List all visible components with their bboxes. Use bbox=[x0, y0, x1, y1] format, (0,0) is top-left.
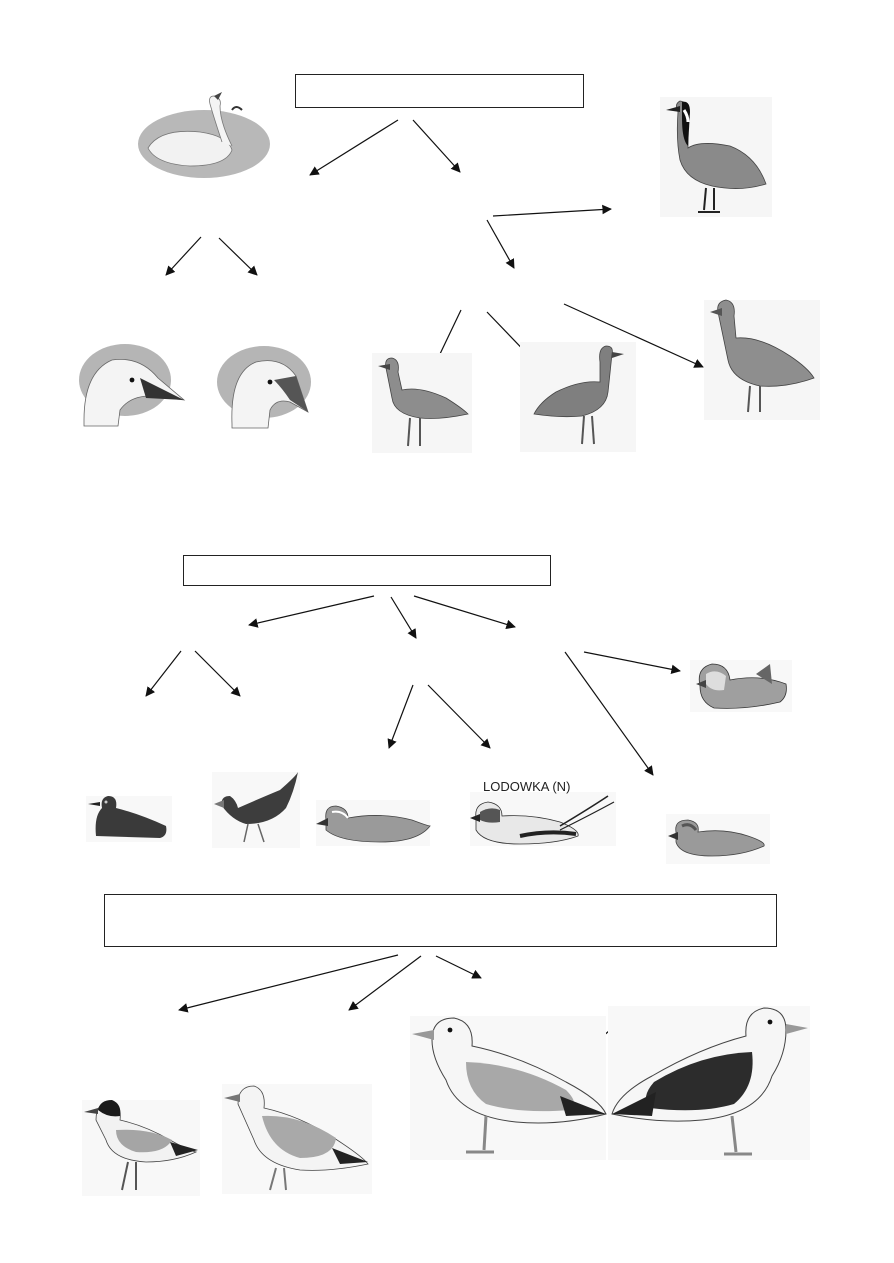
long-tailed-duck-illustration bbox=[470, 792, 616, 846]
arrow bbox=[564, 651, 654, 776]
whooper-swan-head-illustration bbox=[79, 344, 186, 427]
arrow bbox=[194, 650, 241, 697]
bewick-swan-head-illustration bbox=[217, 346, 311, 429]
arrow bbox=[218, 237, 258, 276]
arrow bbox=[435, 955, 482, 979]
bean-goose-illustration bbox=[372, 353, 472, 453]
top-key-box bbox=[295, 74, 584, 108]
arrow bbox=[165, 236, 202, 276]
arrow bbox=[248, 595, 375, 628]
mandarin-duck-illustration bbox=[690, 660, 792, 712]
little-grebe-illustration bbox=[86, 796, 172, 842]
lesser-black-backed-gull-illustration bbox=[608, 1006, 810, 1160]
teal-illustration bbox=[666, 814, 770, 864]
mute-swan-illustration bbox=[138, 92, 270, 178]
arrows-section-2 bbox=[145, 595, 681, 776]
arrow bbox=[427, 684, 491, 749]
arrow bbox=[145, 650, 182, 697]
common-gull-illustration bbox=[222, 1084, 372, 1194]
garganey-illustration bbox=[316, 800, 431, 846]
black-headed-gull-illustration bbox=[82, 1100, 200, 1196]
long-tailed-duck-caption: LODOWKA (N) bbox=[483, 779, 570, 794]
arrow bbox=[563, 303, 704, 368]
bottom-key-box bbox=[104, 894, 777, 947]
arrow bbox=[412, 119, 461, 173]
moorhen-illustration bbox=[212, 772, 300, 848]
arrow bbox=[390, 596, 417, 639]
herring-gull-illustration bbox=[410, 1016, 607, 1160]
arrow bbox=[387, 684, 414, 749]
middle-key-box bbox=[183, 555, 551, 586]
arrow bbox=[583, 651, 681, 675]
arrow bbox=[492, 204, 612, 217]
arrow bbox=[486, 219, 515, 269]
arrow bbox=[413, 595, 516, 630]
arrow bbox=[178, 954, 399, 1013]
arrow bbox=[348, 955, 422, 1011]
white-fronted-goose-illustration bbox=[520, 342, 636, 452]
canada-goose-illustration bbox=[660, 97, 772, 217]
greylag-goose-illustration bbox=[704, 299, 820, 420]
arrow bbox=[309, 119, 399, 176]
arrows-section-1 bbox=[165, 119, 704, 389]
